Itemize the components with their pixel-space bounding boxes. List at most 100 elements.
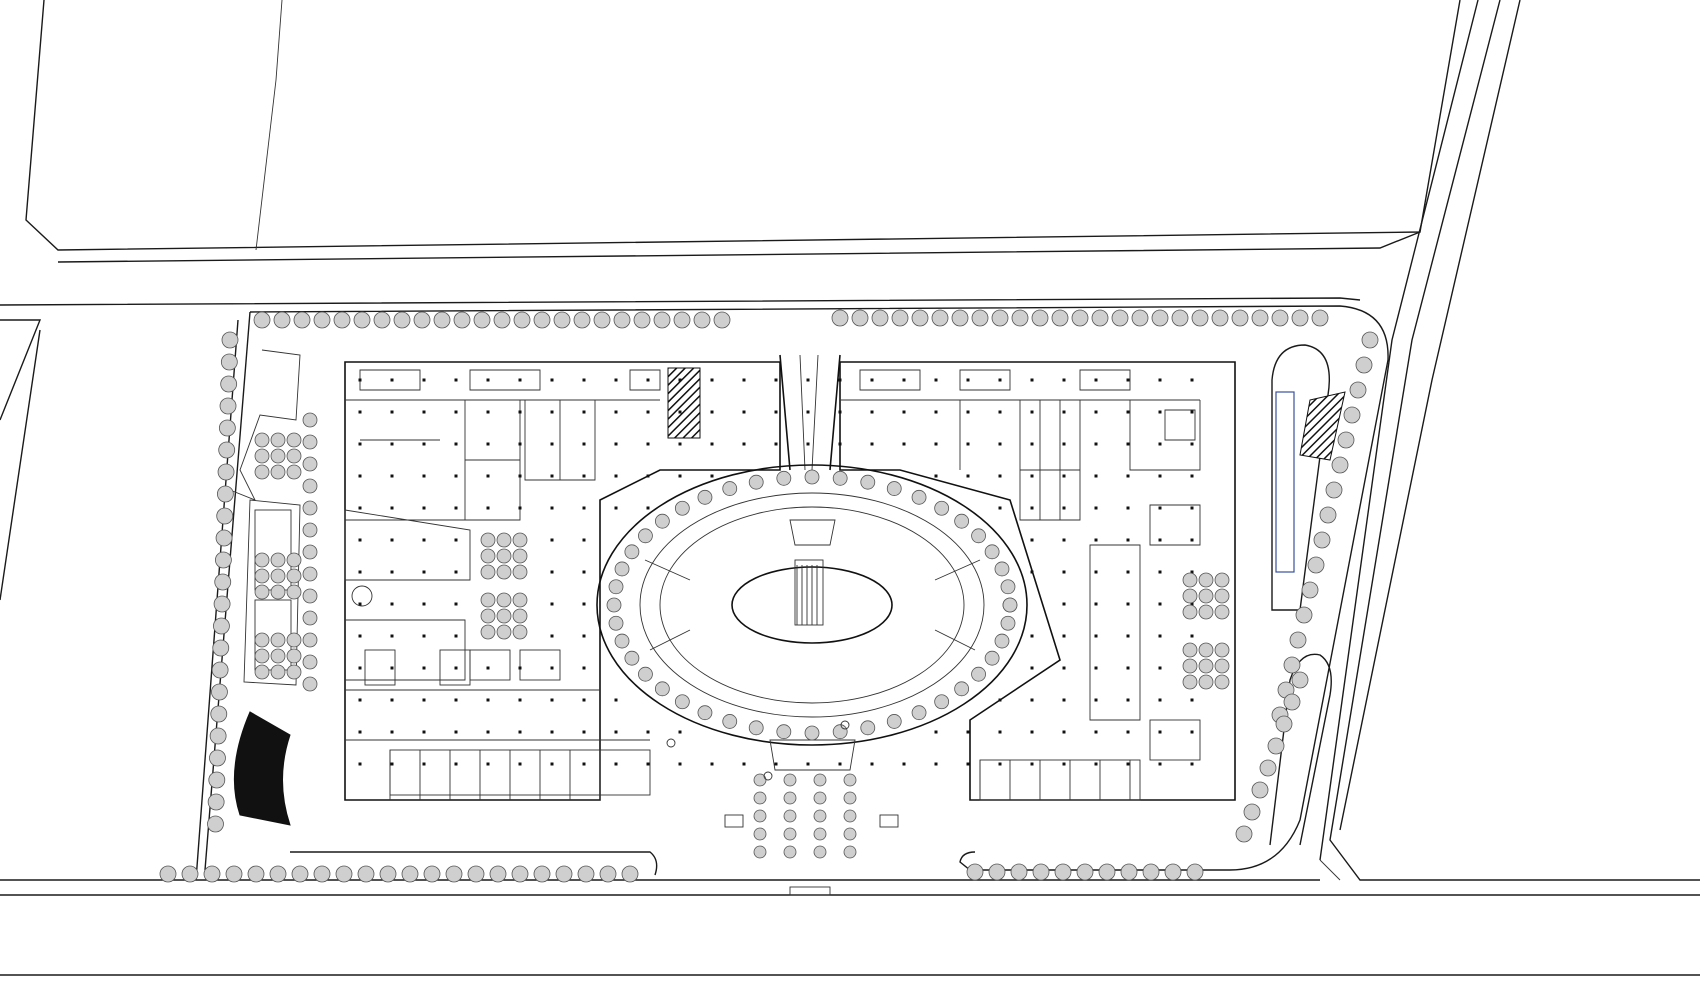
tree-icon: [1151, 309, 1169, 327]
column-marker: [582, 378, 586, 382]
tree-icon: [624, 650, 640, 666]
tree-icon: [254, 552, 270, 568]
tree-icon: [270, 464, 286, 480]
column-marker: [486, 762, 490, 766]
tree-icon: [966, 863, 984, 881]
column-marker: [454, 602, 458, 606]
column-marker: [614, 506, 618, 510]
tree-icon: [254, 648, 270, 664]
tree-icon: [1343, 406, 1361, 424]
column-marker: [1158, 698, 1162, 702]
tree-icon: [886, 714, 902, 729]
column-marker: [390, 506, 394, 510]
column-marker: [582, 730, 586, 734]
tree-icon: [832, 724, 848, 740]
column-marker: [646, 762, 650, 766]
column-marker: [358, 442, 362, 446]
tree-icon: [951, 309, 969, 327]
column-marker: [454, 666, 458, 670]
column-marker: [806, 410, 810, 414]
tree-icon: [886, 481, 902, 496]
column-marker: [646, 378, 650, 382]
tree-icon: [286, 664, 302, 680]
tree-icon: [1271, 309, 1289, 327]
column-marker: [358, 506, 362, 510]
column-marker: [390, 762, 394, 766]
tree-icon: [954, 513, 970, 529]
tree-icon: [1214, 674, 1230, 690]
tree-icon: [254, 464, 270, 480]
tree-icon: [674, 694, 690, 710]
tree-icon: [270, 664, 286, 680]
tree-icon: [214, 551, 232, 569]
tree-icon: [216, 507, 234, 525]
column-marker: [678, 442, 682, 446]
tree-icon: [493, 311, 511, 329]
tree-icon: [302, 456, 318, 472]
column-marker: [1094, 602, 1098, 606]
column-marker: [1126, 474, 1130, 478]
tree-icon: [489, 865, 507, 883]
column-marker: [1126, 410, 1130, 414]
tree-icon: [1011, 309, 1029, 327]
tree-icon: [1235, 825, 1253, 843]
column-marker: [1158, 762, 1162, 766]
column-marker: [422, 538, 426, 542]
column-marker: [1030, 506, 1034, 510]
column-marker: [1094, 538, 1098, 542]
column-marker: [390, 570, 394, 574]
column-marker: [614, 762, 618, 766]
tree-icon: [1010, 863, 1028, 881]
tree-icon: [621, 865, 639, 883]
tree-icon: [555, 865, 573, 883]
tree-icon: [353, 311, 371, 329]
tree-icon: [1337, 431, 1355, 449]
tree-icon: [286, 552, 302, 568]
tree-icon: [984, 544, 1000, 560]
tree-icon: [1291, 671, 1309, 689]
column-marker: [454, 410, 458, 414]
tree-icon: [843, 791, 857, 805]
column-marker: [1190, 410, 1194, 414]
tree-icon: [247, 865, 265, 883]
column-marker: [1158, 570, 1162, 574]
column-marker: [550, 666, 554, 670]
column-marker: [454, 506, 458, 510]
tree-icon: [302, 500, 318, 516]
tree-icon: [748, 720, 764, 736]
tree-icon: [302, 610, 318, 626]
tree-icon: [697, 705, 713, 721]
column-marker: [390, 410, 394, 414]
column-marker: [902, 410, 906, 414]
column-marker: [582, 570, 586, 574]
column-marker: [678, 474, 682, 478]
tree-icon: [971, 309, 989, 327]
column-marker: [966, 474, 970, 478]
column-marker: [934, 730, 938, 734]
column-marker: [486, 410, 490, 414]
tree-icon: [984, 650, 1000, 666]
column-marker: [966, 410, 970, 414]
column-marker: [1190, 474, 1194, 478]
column-marker: [1158, 442, 1162, 446]
tree-icon: [291, 865, 309, 883]
tree-icon: [286, 584, 302, 600]
tree-icon: [577, 865, 595, 883]
tree-icon: [638, 666, 653, 682]
tree-icon: [1291, 309, 1309, 327]
column-marker: [1030, 762, 1034, 766]
tree-icon: [216, 485, 234, 503]
column-marker: [1190, 538, 1194, 542]
tree-icon: [401, 865, 419, 883]
tree-icon: [1000, 579, 1016, 595]
column-marker: [1062, 570, 1066, 574]
column-marker: [422, 666, 426, 670]
tree-icon: [379, 865, 397, 883]
tree-icon: [473, 311, 491, 329]
column-marker: [486, 698, 490, 702]
column-marker: [998, 378, 1002, 382]
tree-icon: [553, 311, 571, 329]
column-marker: [518, 442, 522, 446]
tree-icon: [480, 532, 496, 548]
column-marker: [358, 762, 362, 766]
